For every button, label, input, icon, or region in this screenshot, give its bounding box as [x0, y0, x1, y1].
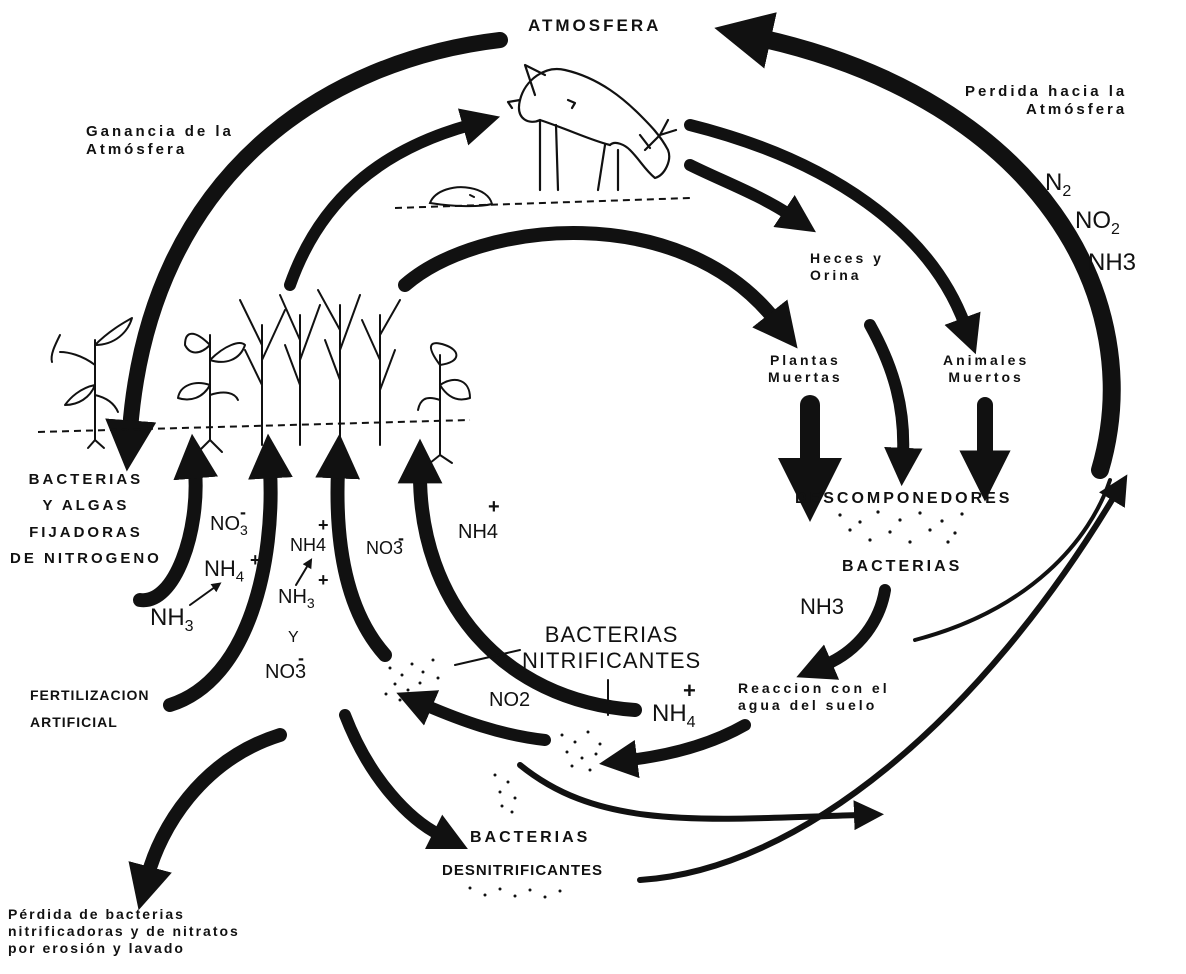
label-dead-plants: Plantas Muertas — [768, 352, 843, 386]
label-no2-top: NO2 — [1075, 207, 1120, 238]
label-dead-animals: Animales Muertos — [943, 352, 1029, 386]
label-nh4-c-plus: + — [488, 496, 500, 519]
cycle-arrows — [130, 38, 1115, 880]
arrow-plants-to-dead-plants — [405, 233, 775, 320]
label-nh4-b-plus: + — [318, 515, 329, 536]
arrow-denitrification-loss — [520, 765, 860, 819]
label-denitrifying-bacteria-2: DESNITRIFICANTES — [442, 862, 603, 880]
label-nh4-right-plus: + — [683, 678, 696, 704]
arrow-to-denitrifiers — [345, 715, 440, 835]
label-nh4-c: NH4 — [458, 520, 498, 544]
plants-illustration — [52, 290, 470, 463]
label-nitrifying-bacteria: BACTERIAS NITRIFICANTES — [522, 622, 701, 675]
label-bacteria: BACTERIAS — [842, 557, 962, 576]
label-feces: Heces y Orina — [810, 250, 884, 284]
label-nh3-b-plus: + — [318, 570, 329, 591]
label-decomposers: DESCOMPONEDORES — [795, 489, 1012, 508]
label-no3-b-minus: - — [298, 648, 304, 669]
nitrifier-dots-lower — [561, 731, 612, 772]
label-nh4-right: NH4 — [652, 700, 696, 732]
label-erosion-loss: Pérdida de bacterias nitrificadoras y de… — [8, 906, 240, 956]
arrow-animal-to-dead-animals — [690, 125, 965, 325]
label-gain-from-atmosphere: Ganancia de la Atmósfera — [86, 123, 234, 159]
deer-illustration — [508, 65, 676, 190]
label-nh4-a: NH4 — [204, 556, 244, 586]
nitrifier-dots-left — [385, 659, 440, 702]
arrow-animal-to-feces — [690, 165, 790, 215]
arrow-nh3-to-nh4 — [190, 587, 215, 605]
label-no2-left: NO2 — [489, 688, 530, 712]
label-soil-water-reaction: Reaccion con el agua del suelo — [738, 680, 890, 714]
denitrifier-dots-lower — [469, 887, 562, 899]
arrow-feces-to-decomposers — [870, 325, 903, 455]
label-nh3-mid: NH3 — [800, 594, 844, 620]
decomposer-dots — [838, 510, 963, 543]
label-no3-c-minus: - — [398, 528, 404, 549]
arrow-no3-to-plants — [338, 470, 385, 655]
label-no3-a-minus: - — [240, 502, 246, 523]
denitrifier-dots-upper — [494, 774, 517, 814]
small-animal — [430, 187, 492, 206]
label-denitrifying-bacteria-1: BACTERIAS — [470, 828, 590, 847]
label-y: Y — [288, 628, 299, 647]
arrow-nh3-to-nh4-b — [296, 565, 308, 585]
label-nh3-top: NH3 — [1088, 249, 1136, 276]
label-nh4-b: NH4 — [290, 535, 326, 557]
label-loss-to-atmosphere: Perdida hacia la Atmósfera — [965, 83, 1127, 119]
label-n2: N2 — [1045, 169, 1071, 200]
label-nh3-b: NH3 — [278, 585, 315, 612]
label-artificial-fertilization: FERTILIZACION ARTIFICIAL — [30, 682, 150, 735]
label-nh3-a: NH3 — [150, 604, 194, 636]
label-nitrogen-fixers: BACTERIAS Y ALGAS FIJADORAS DE NITROGENO — [10, 467, 162, 572]
label-nh4-a-plus: + — [250, 550, 261, 571]
arrow-fertilization — [170, 470, 271, 705]
label-atmosfera: ATMOSFERA — [528, 16, 661, 36]
arrow-erosion-loss — [148, 735, 280, 875]
